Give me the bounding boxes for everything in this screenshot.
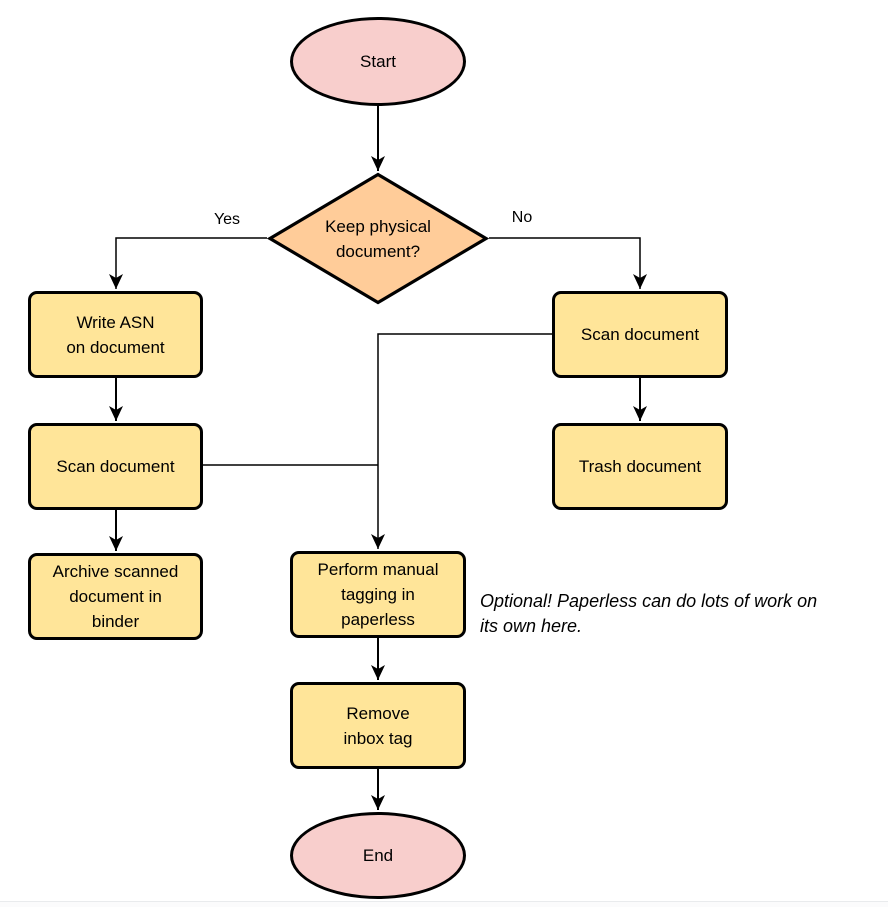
node-scan-document-left-label: Scan document (56, 457, 175, 476)
node-remove-inbox-tag: Remove inbox tag (290, 682, 466, 769)
node-archive-binder-label: Archive scanned document in binder (52, 562, 179, 631)
node-trash-document: Trash document (552, 423, 728, 510)
node-manual-tagging: Perform manual tagging in paperless (290, 551, 466, 638)
node-scan-document-right: Scan document (552, 291, 728, 378)
node-end: End (290, 812, 466, 899)
page-bottom-edge (0, 901, 888, 907)
edge-decision-yes (109, 237, 267, 289)
edge-label-yes: Yes (213, 211, 241, 228)
node-trash-document-label: Trash document (578, 457, 702, 476)
edge-scanright-tagging (371, 333, 552, 549)
node-decision: Keep physical document? (267, 172, 489, 305)
node-decision-label: Keep physical document? (325, 216, 431, 261)
node-archive-binder: Archive scanned document in binder (28, 553, 203, 640)
optional-note: Optional! Paperless can do lots of work … (480, 591, 818, 636)
node-start-label: Start (360, 52, 396, 71)
diamond-shape (267, 172, 489, 305)
edge-decision-no (489, 237, 647, 289)
node-scan-document-right-label: Scan document (580, 325, 700, 344)
node-write-asn: Write ASN on document (28, 291, 203, 378)
node-remove-inbox-tag-label: Remove inbox tag (343, 703, 413, 748)
node-start: Start (290, 17, 466, 106)
node-write-asn-label: Write ASN on document (66, 312, 165, 357)
node-scan-document-left: Scan document (28, 423, 203, 510)
edge-label-no: No (511, 209, 533, 226)
node-end-label: End (362, 846, 394, 865)
node-manual-tagging-label: Perform manual tagging in paperless (317, 560, 439, 629)
